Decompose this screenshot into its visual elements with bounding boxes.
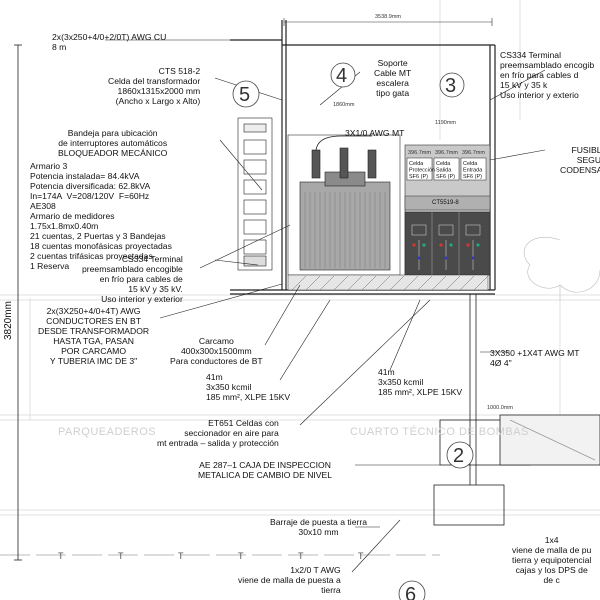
transformer xyxy=(287,134,401,276)
parqueaderos-label: PARQUEADEROS xyxy=(58,426,157,438)
circle-3: 3 xyxy=(445,75,456,97)
dim-1000: 1000.0mm xyxy=(487,405,513,411)
dim-top: 3538.9mm xyxy=(375,14,401,20)
feeder-awg-note: 2x(3x250+4/0+2/0T) AWG CU 8 m xyxy=(52,32,167,52)
leader-lines xyxy=(105,39,546,573)
awg-mt-top-note: 3X1/0 AWG MT xyxy=(345,128,405,138)
kcmil-left-note: 41m 3x350 kcmil 185 mm², XLPE 15KV xyxy=(206,372,291,402)
dim-396-a: 396.7mm xyxy=(408,150,431,156)
ground-markers: T T T T T T xyxy=(58,551,364,561)
fusible-note: FUSIBLE H SEGUN N CODENSA CT xyxy=(560,145,600,175)
dim-1860: 1860mm xyxy=(333,102,355,108)
svg-text:T: T xyxy=(58,551,64,561)
svg-text:T: T xyxy=(358,551,364,561)
cs334-top-note: CS334 Terminal preemsamblado encogib en … xyxy=(500,50,595,100)
kcmil-right-note: 41m 3x350 kcmil 185 mm², XLPE 15KV xyxy=(378,367,463,397)
dim-396-b: 396.7mm xyxy=(435,150,458,156)
top-dimension xyxy=(283,18,493,26)
tree-sketch xyxy=(523,237,600,300)
ct5519-label: CT5519-8 xyxy=(432,200,459,206)
circle-2: 2 xyxy=(453,445,464,467)
ae287-note: AE 287–1 CAJA DE INSPECCION METALICA DE … xyxy=(198,460,333,480)
cs334-left-note: CS334 Terminal preemsamblado encogible e… xyxy=(82,254,183,304)
dim-1190: 1190mm xyxy=(435,120,456,126)
svg-text:T: T xyxy=(298,551,304,561)
carcamo-note: Carcamo 400x300x1500mm Para conductores … xyxy=(170,336,263,366)
conductores-note: 2x(3X250+4/0+4T) AWG CONDUCTORES EN BT D… xyxy=(38,306,150,366)
callout-circles xyxy=(232,62,474,600)
left-dimension xyxy=(14,44,22,561)
cuarto-tecnico-label: CUARTO TÉCNICO DE BOMBAS xyxy=(350,426,529,438)
tierra-awg-note: 1x2/0 T AWG viene de malla de puesta a t… xyxy=(238,565,341,595)
cts-note: CTS 518-2 Celda del transformador 1860x1… xyxy=(108,66,201,106)
soporte-note: Soporte Cable MT escalera tipo gata xyxy=(374,58,412,98)
svg-text:T: T xyxy=(178,551,184,561)
armario-note: Armario 3 Potencia instalada= 84.4kVA Po… xyxy=(30,161,172,271)
switchgear-cells xyxy=(404,144,491,276)
base-slab xyxy=(287,274,489,291)
inspection-chamber xyxy=(433,294,600,526)
barraje-note: Barraje de puesta a tierra 30x10 mm xyxy=(270,517,367,537)
circle-6: 6 xyxy=(405,584,416,600)
circle-5: 5 xyxy=(239,84,250,106)
bandeja-note: Bandeja para ubicación de interruptores … xyxy=(58,128,168,158)
dim-396-c: 396.7mm xyxy=(462,150,485,156)
svg-text:T: T xyxy=(238,551,244,561)
svg-text:T: T xyxy=(118,551,124,561)
malla-right-note: 1x4 viene de malla de pu tierra y equipo… xyxy=(512,535,592,585)
circle-4: 4 xyxy=(336,65,347,87)
et651-note: ET651 Celdas con seccionador en aire par… xyxy=(157,418,279,448)
meter-cabinet xyxy=(237,117,273,271)
mt-cable-note: 3X350 +1X4T AWG MT 4Ø 4" xyxy=(490,348,580,368)
vertical-dimension-label: 3820mm xyxy=(3,301,14,340)
building-outline xyxy=(0,0,600,516)
